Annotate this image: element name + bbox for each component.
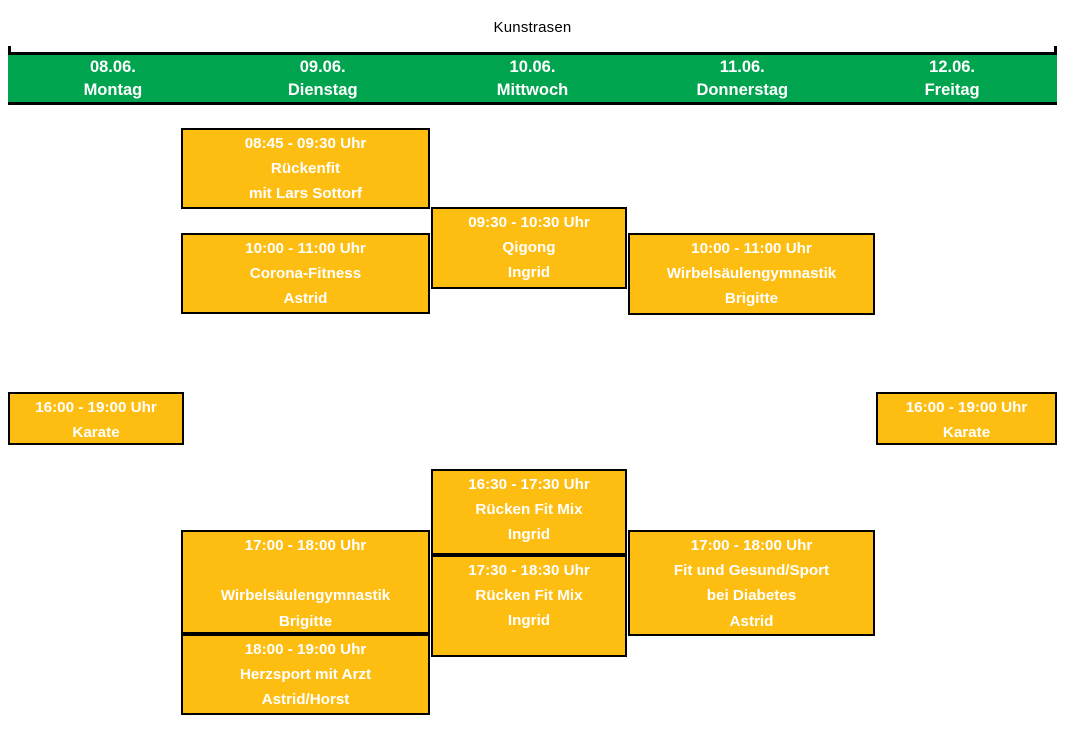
event-time: 17:00 - 18:00 Uhr xyxy=(244,537,367,554)
event-text-line: Ingrid xyxy=(507,264,551,282)
event-time: 18:00 - 19:00 Uhr xyxy=(244,641,367,658)
day-header-name: Montag xyxy=(83,80,143,99)
event-time: 10:00 - 11:00 Uhr xyxy=(691,240,812,257)
event-time: 17:00 - 18:00 Uhr xyxy=(690,537,813,554)
day-header-freitag: 12.06. Freitag xyxy=(847,55,1057,102)
event-text-line: Rücken Fit Mix xyxy=(475,587,583,605)
event-time: 16:00 - 19:00 Uhr xyxy=(905,399,1028,416)
event-text-line: Ingrid xyxy=(507,526,551,544)
event-text-line: Astrid/Horst xyxy=(261,691,350,709)
event-text-line: Karate xyxy=(72,424,120,442)
event-time: 08:45 - 09:30 Uhr xyxy=(244,135,367,152)
day-header-name: Freitag xyxy=(924,80,980,99)
event-text-line: Astrid xyxy=(729,612,774,630)
day-header-montag: 08.06. Montag xyxy=(8,55,218,102)
day-header-name: Dienstag xyxy=(287,80,358,99)
event-text-line: Astrid xyxy=(283,290,328,308)
day-header-donnerstag: 11.06. Donnerstag xyxy=(637,55,847,102)
title-bar: Kunstrasen xyxy=(8,8,1057,46)
page-title: Kunstrasen xyxy=(493,18,572,36)
day-header-date: 08.06. xyxy=(89,57,136,76)
day-header-date: 12.06. xyxy=(929,57,976,76)
event-time: 10:00 - 11:00 Uhr xyxy=(245,240,366,257)
event-time: 17:30 - 18:30 Uhr xyxy=(468,562,590,579)
day-header-date: 09.06. xyxy=(299,57,346,76)
day-header-dienstag: 09.06. Dienstag xyxy=(218,55,428,102)
event-time: 16:00 - 19:00 Uhr xyxy=(35,399,157,416)
event-text-line: bei Diabetes xyxy=(706,587,797,605)
day-header-date: 10.06. xyxy=(509,57,556,76)
event-time: 16:30 - 17:30 Uhr xyxy=(468,476,590,493)
day-header-name: Mittwoch xyxy=(496,80,569,99)
event-text-line: Wirbelsäulengymnastik xyxy=(666,265,837,283)
event-text-line: Ingrid xyxy=(507,612,551,630)
event-text-line: Corona-Fitness xyxy=(249,265,362,283)
day-header-date: 11.06. xyxy=(719,57,765,76)
event-text-line: Brigitte xyxy=(724,290,779,308)
event-text-line: Brigitte xyxy=(278,612,333,630)
event-text-line: Rückenfit xyxy=(270,160,341,178)
event-time: 09:30 - 10:30 Uhr xyxy=(468,214,590,231)
event-text-line: Rücken Fit Mix xyxy=(475,501,583,519)
event-text-line: mit Lars Sottorf xyxy=(248,185,363,203)
day-header-mittwoch: 10.06. Mittwoch xyxy=(428,55,638,102)
day-header-name: Donnerstag xyxy=(696,80,789,99)
event-text-line: Fit und Gesund/Sport xyxy=(673,562,830,580)
event-text-line: Karate xyxy=(942,424,991,442)
event-text-line: Herzsport mit Arzt xyxy=(239,666,372,684)
day-header-row: 08.06. Montag 09.06. Dienstag 10.06. Mittwoch… xyxy=(8,52,1057,105)
event-text-line: Qigong xyxy=(502,239,556,257)
event-text-line: Wirbelsäulengymnastik xyxy=(220,587,391,605)
